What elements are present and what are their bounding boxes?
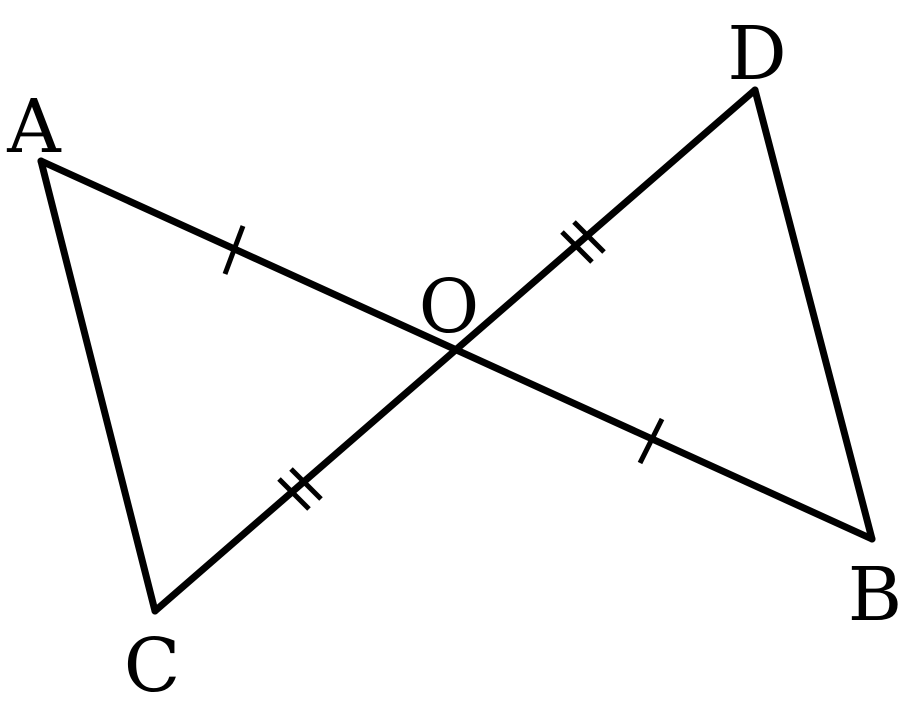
double-tick-mark-od-2: [572, 220, 606, 254]
double-tick-mark-od-1: [560, 230, 594, 264]
segment-db: [751, 86, 876, 543]
double-tick-mark-oc-1: [277, 477, 311, 511]
point-label-o: O: [419, 264, 480, 350]
segment-ac: [37, 157, 159, 615]
segment-cd: [151, 86, 759, 615]
point-label-d: D: [727, 11, 786, 97]
double-tick-mark-oc-2: [289, 467, 323, 501]
point-label-a: A: [6, 84, 62, 170]
tick-mark-oa: [222, 225, 246, 275]
point-label-c: C: [124, 623, 181, 709]
point-label-b: B: [848, 552, 902, 638]
tick-mark-ob: [637, 417, 665, 465]
